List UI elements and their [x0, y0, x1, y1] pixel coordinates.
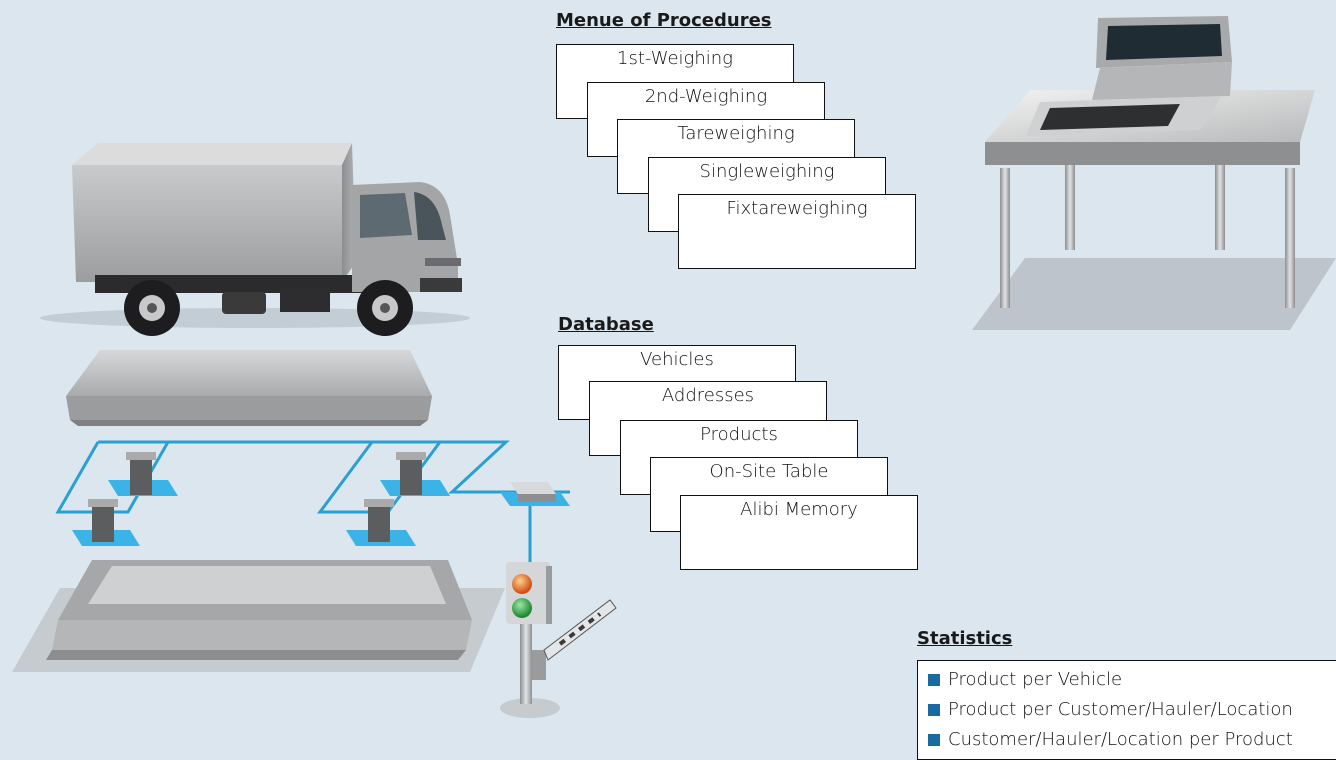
statistics-title: Statistics	[917, 628, 1013, 649]
traffic-light-icon	[500, 562, 560, 718]
procedure-card-5[interactable]: Fixtareweighing	[678, 194, 916, 269]
database-title: Database	[558, 314, 654, 335]
statistics-item-label: Customer/Hauler/Location per Product	[948, 729, 1293, 750]
bullet-square-icon	[928, 704, 940, 716]
load-cell-icon	[88, 452, 426, 542]
procedures-title: Menue of Procedures	[556, 10, 772, 31]
bullet-square-icon	[928, 674, 940, 686]
junction-box-icon	[510, 482, 556, 502]
statistics-item[interactable]: Customer/Hauler/Location per Product	[928, 725, 1336, 755]
truck-icon	[40, 143, 470, 336]
statistics-item[interactable]: Product per Vehicle	[928, 665, 1336, 695]
terminal-icon	[1026, 16, 1232, 136]
database-card-5[interactable]: Alibi Memory	[680, 495, 918, 570]
bullet-square-icon	[928, 734, 940, 746]
statistics-item-label: Product per Customer/Hauler/Location	[948, 699, 1293, 720]
weighing-platform-icon	[66, 350, 432, 426]
statistics-item[interactable]: Product per Customer/Hauler/Location	[928, 695, 1336, 725]
statistics-item-label: Product per Vehicle	[948, 669, 1123, 690]
barrier-icon	[543, 599, 617, 661]
pit-foundation-icon	[12, 560, 505, 672]
statistics-list: Product per Vehicle Product per Customer…	[917, 660, 1336, 760]
